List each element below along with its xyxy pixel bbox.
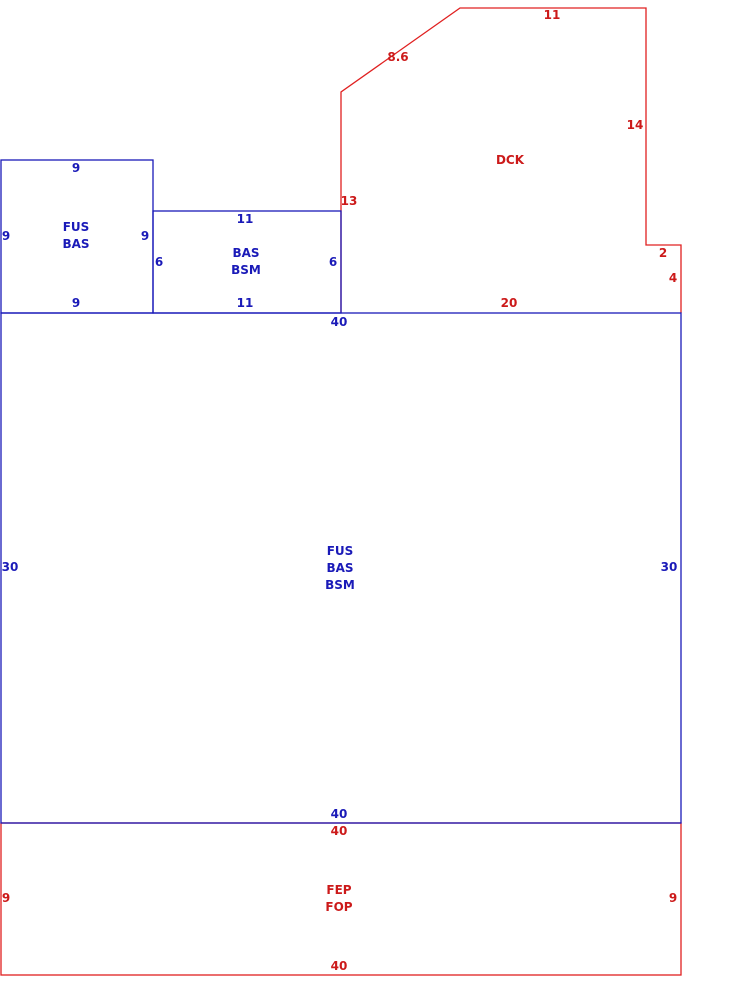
deck-dim-right-upper: 14 (627, 118, 644, 132)
fus-bas-small-code-2: BAS (62, 237, 89, 251)
bas-bsm-code-1: BAS (232, 246, 259, 260)
deck-dim-diagonal: 8.6 (387, 50, 408, 64)
porch-code-1: FEP (326, 883, 351, 897)
deck-outline (340, 7, 682, 313)
bas-bsm-area: BAS BSM 11 11 6 6 (152, 210, 342, 314)
porch-dim-bottom: 40 (331, 959, 348, 973)
bas-bsm-dim-top: 11 (237, 212, 254, 226)
fus-bas-small-code-1: FUS (63, 220, 90, 234)
deck-dim-right-lower: 4 (669, 271, 677, 285)
porch-dim-top: 40 (331, 824, 348, 838)
main-dim-bottom: 40 (331, 807, 348, 821)
deck-area: DCK 13 8.6 11 14 2 4 20 (340, 7, 682, 313)
bas-bsm-code-2: BSM (231, 263, 261, 277)
deck-code: DCK (496, 153, 525, 167)
porch-dim-left: 9 (2, 891, 10, 905)
bas-bsm-dim-bottom: 11 (237, 296, 254, 310)
deck-dim-notch: 2 (659, 246, 667, 260)
main-dim-top: 40 (331, 315, 348, 329)
main-area: FUS BAS BSM 40 40 30 30 (0, 312, 682, 824)
main-code-3: BSM (325, 578, 355, 592)
bas-bsm-dim-right: 6 (329, 255, 337, 269)
main-dim-right: 30 (661, 560, 678, 574)
main-code-1: FUS (327, 544, 354, 558)
porch-dim-right: 9 (669, 891, 677, 905)
porch-code-2: FOP (325, 900, 352, 914)
fus-bas-small-dim-top: 9 (72, 161, 80, 175)
fus-bas-small-dim-bottom: 9 (72, 296, 80, 310)
deck-dim-bottom: 20 (501, 296, 518, 310)
fus-bas-small-area: FUS BAS 9 9 9 9 (0, 159, 154, 314)
porch-outline (0, 822, 682, 976)
deck-dim-top: 11 (544, 8, 561, 22)
deck-dim-left: 13 (341, 194, 358, 208)
fus-bas-small-dim-right: 9 (141, 229, 149, 243)
main-code-2: BAS (326, 561, 353, 575)
porch-area: FEP FOP 40 40 9 9 (0, 822, 682, 976)
main-dim-left: 30 (2, 560, 19, 574)
bas-bsm-dim-left: 6 (155, 255, 163, 269)
main-outline (0, 312, 682, 824)
fus-bas-small-dim-left: 9 (2, 229, 10, 243)
